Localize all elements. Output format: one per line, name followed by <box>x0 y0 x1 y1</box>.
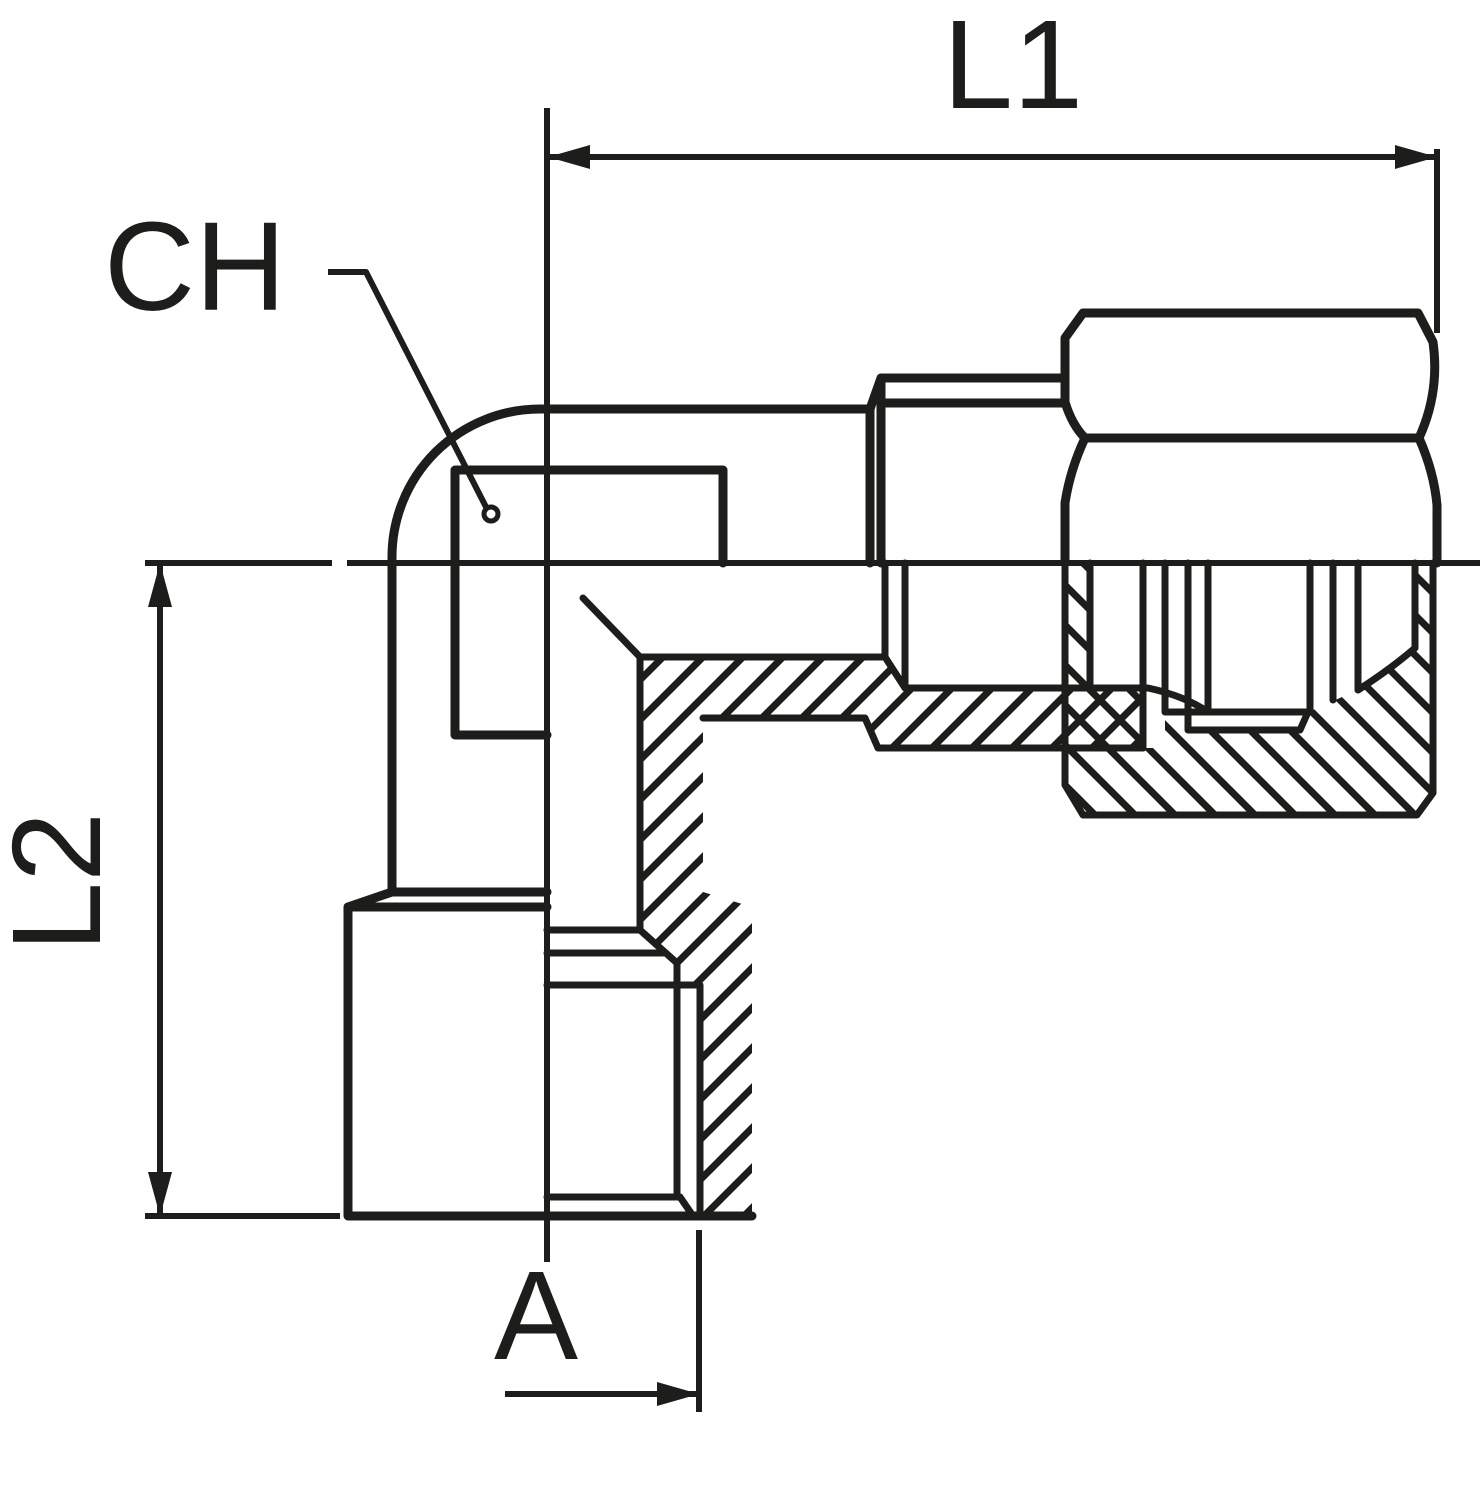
dimension-a: A <box>494 1230 702 1412</box>
ch-leader-dot <box>481 504 501 524</box>
l2-arrow-top <box>148 563 172 607</box>
l1-label: L1 <box>943 0 1083 135</box>
centerlines <box>145 108 1480 1262</box>
l2-arrow-bottom <box>148 1172 172 1216</box>
nut-internal-lines <box>1061 559 1437 819</box>
a-arrow-right <box>657 1382 699 1406</box>
section-hatching <box>583 563 1433 1216</box>
l1-arrow-left <box>548 145 590 169</box>
l1-dimension-line <box>548 149 1440 333</box>
nut-section-hatch <box>1065 563 1433 815</box>
label-ch: CH <box>104 196 501 524</box>
l2-dimension-line <box>145 563 340 1219</box>
body-section-hatch <box>583 598 1143 1216</box>
a-label: A <box>494 1245 578 1386</box>
section-internal-lines <box>543 559 1437 1220</box>
ch-label: CH <box>104 196 286 337</box>
wrench-flats-square <box>450 465 728 740</box>
dimension-l2: L2 <box>0 563 340 1219</box>
male-thread-outline <box>865 373 1070 568</box>
port-internal-lines <box>543 926 704 1220</box>
dimension-l1: L1 <box>548 0 1440 333</box>
union-nut-outline <box>1060 308 1442 568</box>
elbow-body-outline <box>387 404 875 897</box>
l1-arrow-right <box>1395 145 1437 169</box>
elbow-bore-lines <box>579 559 1212 934</box>
l2-label: L2 <box>0 812 127 952</box>
ch-leader-line <box>328 269 489 509</box>
bottom-port-outline <box>343 887 757 1221</box>
fitting-outline <box>343 308 1442 1221</box>
